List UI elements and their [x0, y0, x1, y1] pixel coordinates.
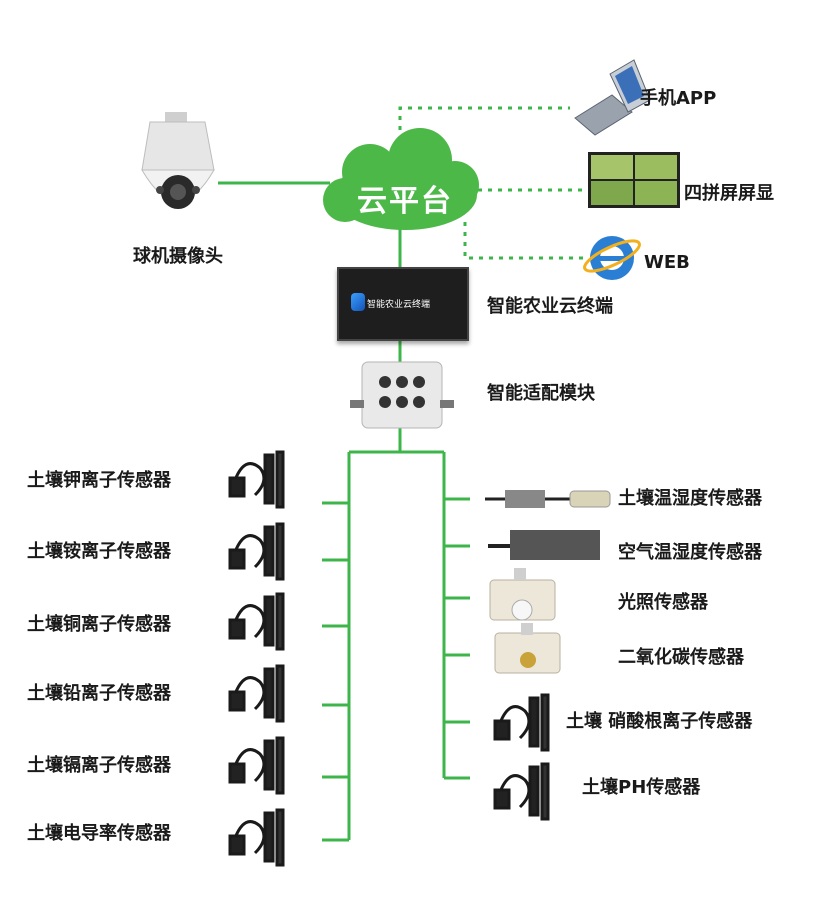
left-sensor-label-2: 土壤铵离子传感器	[27, 541, 171, 562]
cloud-icon	[323, 128, 479, 230]
video-wall-icon	[588, 152, 680, 208]
terminal-brand-text: 智能农业云终端	[367, 300, 431, 310]
app-link	[398, 106, 570, 140]
air-temp-humidity-sensor-icon	[488, 530, 600, 560]
web-browser-icon	[583, 236, 641, 280]
left-sensor-probe-icons	[228, 450, 285, 867]
right-sensor-label-6: 土壤PH传感器	[582, 777, 701, 798]
soil-temp-humidity-sensor-icon	[485, 490, 611, 508]
web-link	[463, 222, 585, 260]
cloud-platform-label: 云平台	[357, 184, 453, 219]
dome-camera-icon	[141, 112, 215, 209]
right-sensor-label-4: 二氧化碳传感器	[618, 647, 744, 668]
adapter-label: 智能适配模块	[487, 383, 595, 404]
output-label-videowall: 四拼屏屏显	[684, 183, 774, 204]
right-sensor-label-1: 土壤温湿度传感器	[618, 488, 762, 509]
terminal-logo-icon	[351, 293, 365, 311]
right-sensor-label-2: 空气温湿度传感器	[618, 542, 762, 563]
camera-label: 球机摄像头	[133, 246, 223, 267]
left-sensor-label-5: 土壤镉离子传感器	[27, 755, 171, 776]
cloud-terminal-device: 智能农业云终端	[337, 267, 469, 341]
mobile-phone-icon	[574, 59, 651, 136]
right-sensor-probe-icons	[493, 693, 550, 821]
left-sensor-label-6: 土壤电导率传感器	[27, 823, 171, 844]
terminal-label: 智能农业云终端	[487, 296, 613, 317]
light-sensor-icon	[489, 568, 556, 621]
right-sensor-label-3: 光照传感器	[618, 592, 708, 613]
output-label-web: WEB	[644, 252, 690, 273]
left-sensor-label-4: 土壤铅离子传感器	[27, 683, 171, 704]
adapter-module-icon	[350, 361, 454, 429]
left-sensor-label-3: 土壤铜离子传感器	[27, 614, 171, 635]
co2-sensor-icon	[494, 623, 561, 674]
left-sensor-label-1: 土壤钾离子传感器	[27, 470, 171, 491]
right-sensor-label-5: 土壤 硝酸根离子传感器	[566, 711, 753, 732]
output-label-app: 手机APP	[640, 88, 717, 109]
